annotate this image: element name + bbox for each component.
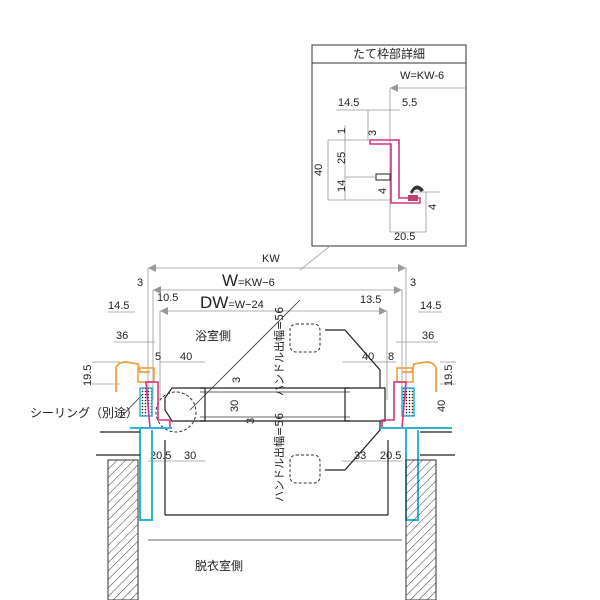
right-frame [380,361,455,600]
left-dim-30: 30 [184,450,196,462]
kw-label: KW [262,253,280,265]
dim-14-5: 14.5 [338,97,359,109]
dim-4b: 4 [427,204,439,210]
dim-5-5: 5.5 [402,97,417,109]
handle-width-top: ハンドル出幅=56 [272,307,286,396]
right-dimensions: 3 13.5 14.5 36 40 8 19.5 40 33 20.5 [342,277,456,462]
dim-1: 1 [336,128,348,134]
left-frame [96,361,172,600]
left-dim-20-5: 20.5 [150,450,171,462]
detail-box: たて枠部詳細 W=KW-6 14.5 5.5 1 3 25 40 14 4 4 … [299,44,467,271]
right-dim-19-5: 19.5 [443,365,455,386]
dw-label: DW [200,293,228,312]
right-dim-33: 33 [354,450,366,462]
sealing-label: シーリング（別途） [30,405,138,420]
left-dimensions: 3 14.5 10.5 36 5 40 19.5 シーリング（別途） 20.5 … [30,277,231,462]
door-panel [148,323,402,541]
dim-3: 3 [367,130,379,136]
right-dim-3: 3 [410,277,416,289]
dim-4a: 4 [377,188,389,194]
center-dim-30: 30 [229,400,241,412]
left-dim-19-5: 19.5 [82,365,94,386]
dim-14: 14 [336,180,348,192]
left-dim-10-5: 10.5 [157,292,178,304]
left-dim-36: 36 [116,330,128,342]
dressing-room-side-label: 脱衣室側 [195,558,243,573]
right-dim-14-5: 14.5 [420,300,441,312]
dw-formula: =W−24 [228,299,263,311]
svg-text:W=KW−6: W=KW−6 [222,271,275,290]
detail-w-formula: W=KW-6 [400,70,444,82]
svg-text:DW=W−24: DW=W−24 [200,293,264,312]
center-dim-3a: 3 [231,377,243,383]
left-dim-5: 5 [155,351,161,363]
overall-dimensions: KW W=KW−6 DW=W−24 [147,253,407,400]
center-dimensions: 3 30 3 ハンドル出幅=56 ハンドル出幅=56 [189,299,301,502]
right-dim-13-5: 13.5 [360,294,381,306]
handle-width-bottom: ハンドル出幅=56 [272,413,286,502]
right-dim-40-vertical: 40 [436,400,448,412]
right-dim-8: 8 [388,351,394,363]
detail-title: たて枠部詳細 [353,46,425,61]
w-formula: =KW−6 [238,277,275,289]
w-label: W [222,271,238,290]
dim-40: 40 [313,164,325,176]
dim-20-5: 20.5 [394,231,415,243]
left-dim-14-5: 14.5 [108,300,129,312]
bathroom-side-label: 浴室側 [195,328,231,343]
dim-25: 25 [336,152,348,164]
left-dim-3: 3 [137,277,143,289]
left-dim-40: 40 [180,351,192,363]
right-dim-20-5: 20.5 [380,450,401,462]
right-dim-36: 36 [422,330,434,342]
